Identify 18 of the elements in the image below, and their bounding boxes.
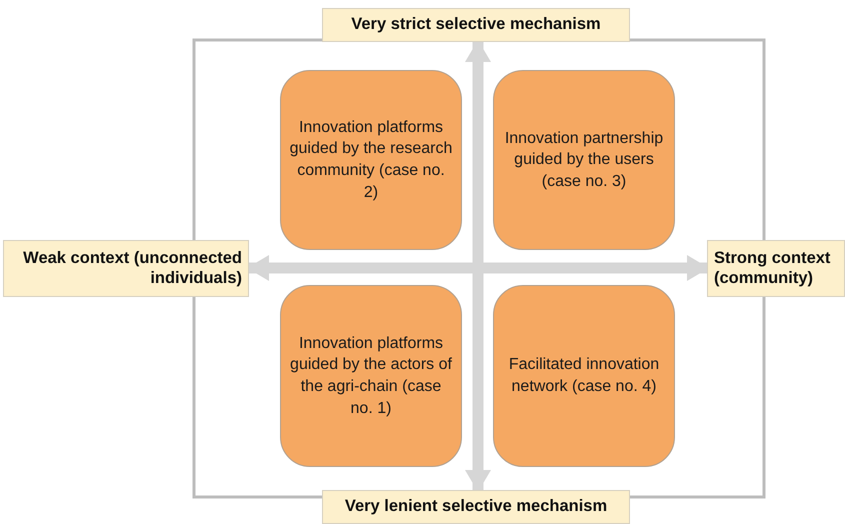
quadrant-text: Innovation platforms guided by the research community (case no. 2) (289, 118, 453, 203)
double-headed-arrow (465, 40, 491, 492)
axis-label: Very strict selective mechanism (351, 15, 601, 35)
quadrant-box (280, 70, 462, 250)
quadrant-box (280, 285, 462, 467)
axis-label: Strong context (community) (714, 248, 832, 288)
axis-label-box (3, 240, 249, 297)
axis-label-box (322, 8, 630, 42)
axis-label-box (322, 490, 630, 524)
quadrant-box (493, 285, 675, 467)
axis-label: Weak context (unconnected individuals) (22, 248, 242, 288)
quadrant-text: Innovation partnership guided by the users (case no. 3) (504, 128, 664, 192)
quadrant-box (493, 70, 675, 250)
axis-label: Very lenient selective mechanism (344, 497, 608, 517)
double-headed-arrow (247, 255, 709, 281)
quadrant-text: Innovation platforms guided by the actors of the agri-chain (case no. 1) (289, 334, 453, 419)
quadrant-text: Facilitated innovation network (case no. 4) (508, 355, 660, 397)
axis-label-box (707, 240, 845, 297)
